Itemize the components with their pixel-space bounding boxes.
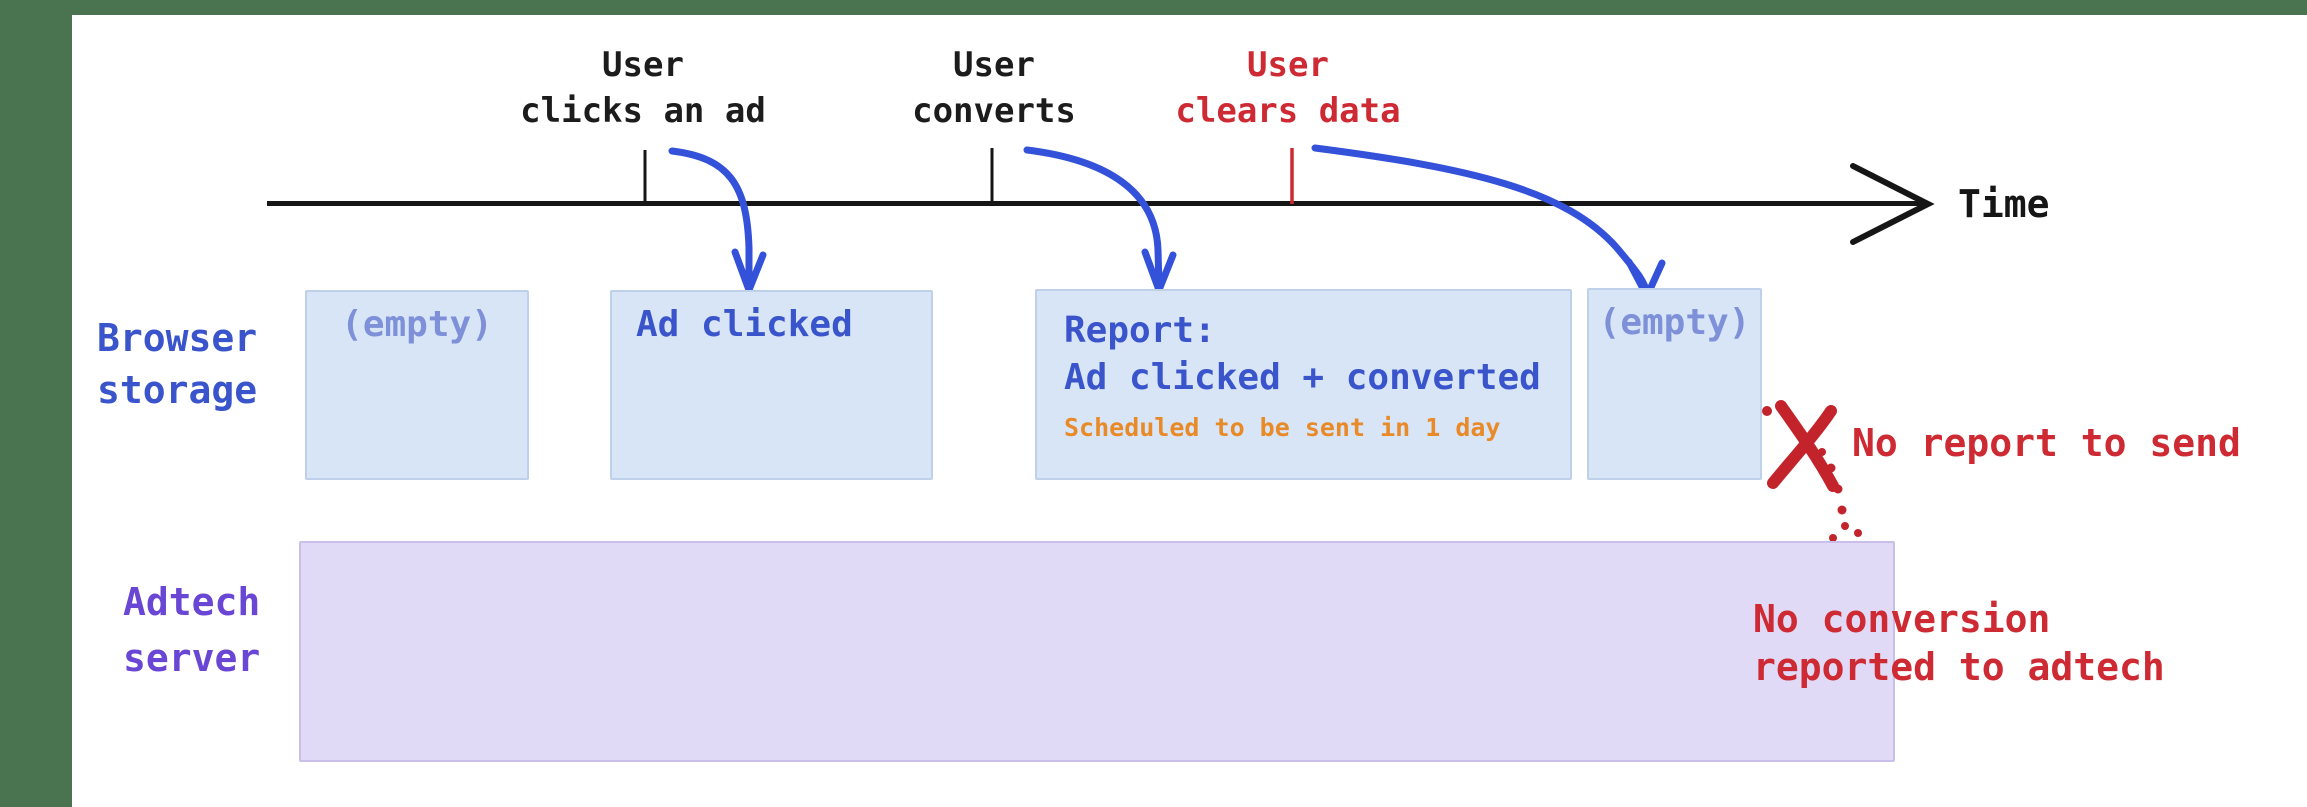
event-label-user-clicks-ad: User clicks an ad bbox=[393, 42, 893, 134]
storage-box-empty-before-click: (empty) bbox=[305, 290, 529, 480]
arrow-convert-head-icon bbox=[1141, 248, 1177, 294]
storage-box-text: Ad clicked bbox=[636, 304, 853, 345]
annotation-no-report-to-send: No report to send bbox=[1852, 421, 2241, 465]
storage-box-empty-after-clear: (empty) bbox=[1587, 288, 1762, 480]
event-label-user-clears-data: User clears data bbox=[1038, 42, 1538, 134]
annotation-line: reported to adtech bbox=[1753, 645, 2165, 689]
event-label-line: clicks an ad bbox=[520, 91, 766, 131]
annotation-line: No conversion bbox=[1753, 597, 2051, 641]
frame-top-bar bbox=[0, 0, 2307, 15]
row-label-line: Adtech bbox=[123, 580, 261, 624]
time-axis-arrowhead-icon bbox=[1850, 163, 1935, 245]
event-label-line: User bbox=[953, 45, 1035, 85]
row-label-browser-storage: Browser storage bbox=[97, 312, 257, 416]
event-label-line: converts bbox=[912, 91, 1076, 131]
time-axis-label: Time bbox=[1958, 182, 2050, 226]
event-label-user-converts: User converts bbox=[744, 42, 1244, 134]
arrow-clear-to-storage bbox=[1311, 144, 1651, 298]
row-label-line: server bbox=[123, 636, 261, 680]
adtech-server-box bbox=[299, 541, 1895, 762]
frame-left-bar bbox=[0, 0, 72, 807]
event-label-line: User bbox=[1247, 45, 1329, 85]
arrow-click-to-storage bbox=[668, 147, 753, 290]
report-title: Report: bbox=[1064, 310, 1216, 351]
storage-box-text: (empty) bbox=[341, 304, 493, 345]
row-label-line: Browser bbox=[97, 316, 258, 360]
storage-box-report: Report: Ad clicked + converted Scheduled… bbox=[1035, 289, 1572, 480]
row-label-line: storage bbox=[97, 368, 258, 412]
event-label-line: clears data bbox=[1175, 91, 1401, 131]
red-x-icon bbox=[1767, 400, 1839, 492]
arrow-convert-to-storage bbox=[1023, 146, 1163, 290]
event-arrows bbox=[668, 144, 1666, 300]
storage-box-text: (empty) bbox=[1598, 302, 1751, 343]
report-detail: Ad clicked + converted bbox=[1064, 357, 1541, 398]
storage-box-ad-clicked: Ad clicked bbox=[610, 290, 933, 480]
arrow-click-head-icon bbox=[731, 248, 767, 294]
report-schedule-note: Scheduled to be sent in 1 day bbox=[1064, 413, 1501, 442]
row-label-adtech-server: Adtech server bbox=[123, 574, 260, 686]
event-label-line: User bbox=[602, 45, 684, 85]
